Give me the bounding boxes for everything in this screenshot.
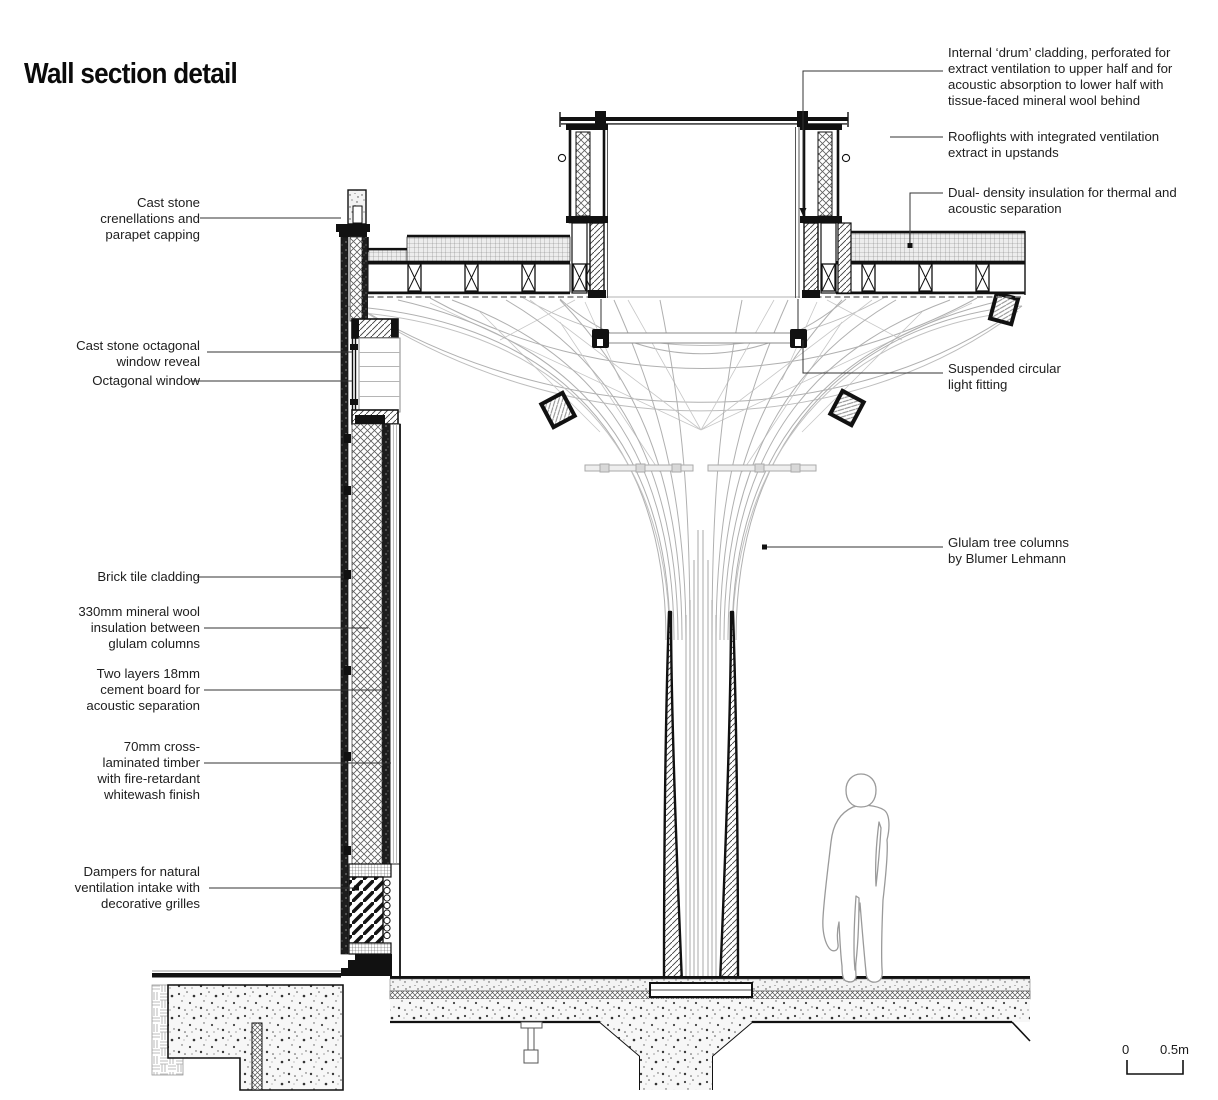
suspended-light-bar — [584, 299, 817, 473]
annotation-clt: 70mm cross- laminated timber with fire-r… — [97, 739, 200, 802]
glulam-trunk-blades — [662, 610, 740, 985]
human-figure-silhouette — [822, 773, 890, 983]
annotation-cement-board: Two layers 18mm cement board for acousti… — [86, 666, 200, 713]
annotation-drum-cladding: Internal ‘drum’ cladding, perforated for… — [948, 45, 1173, 108]
wall-assembly — [336, 189, 401, 976]
leader-lines — [190, 70, 943, 891]
roof-assembly — [367, 230, 1026, 298]
ground-assembly — [151, 970, 1031, 1091]
canopy-light-fittings — [538, 290, 1021, 430]
scale-end-label: 0.5m — [1160, 1042, 1189, 1057]
annotation-rooflights: Rooflights with integrated ventilation e… — [948, 129, 1160, 160]
annotation-dual-density: Dual- density insulation for thermal and… — [948, 185, 1177, 216]
annotation-suspended-light: Suspended circular light fitting — [948, 361, 1061, 392]
rooflight-drum — [557, 111, 852, 298]
annotation-octagonal-window: Octagonal window — [92, 373, 200, 388]
page-title: Wall section detail — [24, 58, 238, 90]
glulam-tree-column — [344, 295, 1023, 980]
scale-bar — [1126, 1060, 1184, 1075]
annotation-brick-tile: Brick tile cladding — [97, 569, 200, 584]
annotation-mineral-wool: 330mm mineral wool insulation between gl… — [78, 604, 200, 651]
scale-start-label: 0 — [1122, 1042, 1130, 1057]
annotation-crenellations: Cast stone crenellations and parapet cap… — [100, 195, 200, 242]
lower-light-track — [584, 463, 817, 473]
annotation-dampers: Dampers for natural ventilation intake w… — [74, 864, 200, 911]
annotation-window-reveal: Cast stone octagonal window reveal — [76, 338, 200, 369]
annotation-glulam-columns: Glulam tree columns by Blumer Lehmann — [948, 535, 1069, 566]
